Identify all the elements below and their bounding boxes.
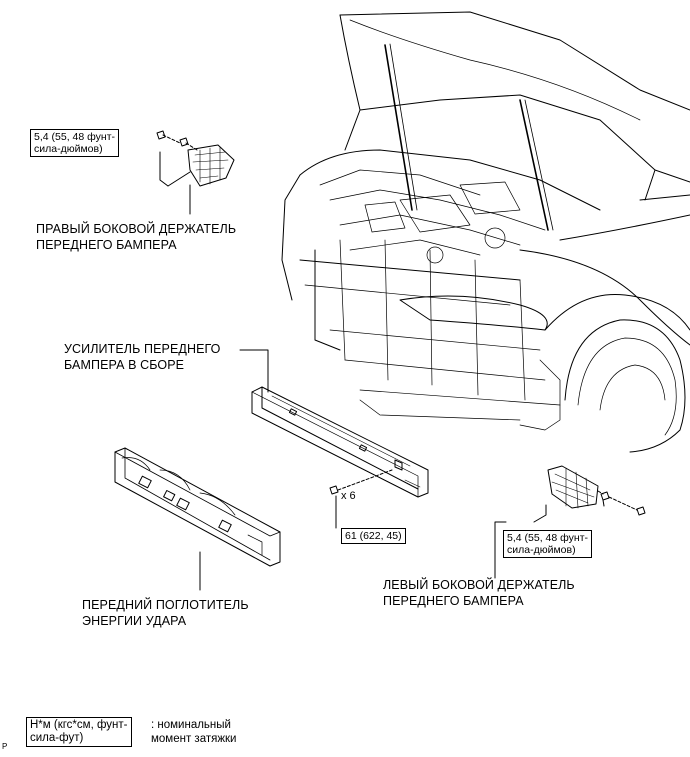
- right-bracket-torque-box: 5,4 (55, 48 фунт- сила-дюймов): [30, 129, 119, 157]
- car-body-outline: [281, 11, 690, 453]
- legend-text-line: момент затяжки: [151, 733, 237, 745]
- right-bracket-bolts: [156, 130, 198, 151]
- absorber-label: ПЕРЕДНИЙ ПОГЛОТИТЕЛЬ ЭНЕРГИИ УДАРА: [82, 597, 249, 629]
- label-line: ПЕРЕДНЕГО БАМПЕРА: [383, 594, 524, 608]
- label-line: ЛЕВЫЙ БОКОВОЙ ДЕРЖАТЕЛЬ: [383, 578, 575, 592]
- reinforcement-torque-box: 61 (622, 45): [341, 528, 406, 544]
- torque-value-line: 5,4 (55, 48 фунт-: [507, 532, 588, 544]
- bolt-count: x 6: [341, 490, 356, 502]
- leader-lines: [159, 151, 547, 591]
- reinforcement-bolt: [329, 469, 393, 495]
- legend-text: : номинальный момент затяжки: [151, 718, 236, 746]
- legend-box-line: сила-фут): [30, 732, 84, 744]
- label-line: ПЕРЕДНЕГО БАМПЕРА: [36, 238, 177, 252]
- bumper-reinforcement: [251, 386, 429, 498]
- left-bracket-label: ЛЕВЫЙ БОКОВОЙ ДЕРЖАТЕЛЬ ПЕРЕДНЕГО БАМПЕР…: [383, 577, 575, 609]
- torque-unit-line: сила-дюймов): [34, 143, 103, 155]
- torque-value-line: 5,4 (55, 48 фунт-: [34, 131, 115, 143]
- right-bracket-label: ПРАВЫЙ БОКОВОЙ ДЕРЖАТЕЛЬ ПЕРЕДНЕГО БАМПЕ…: [36, 221, 236, 253]
- label-line: БАМПЕРА В СБОРЕ: [64, 358, 185, 372]
- label-line: ПРАВЫЙ БОКОВОЙ ДЕРЖАТЕЛЬ: [36, 222, 237, 236]
- corner-mark: P: [2, 742, 8, 751]
- left-bracket-bolts: [597, 490, 646, 516]
- right-side-bracket: [187, 144, 235, 187]
- left-bracket-torque-box: 5,4 (55, 48 фунт- сила-дюймов): [503, 530, 592, 558]
- label-line: ПЕРЕДНИЙ ПОГЛОТИТЕЛЬ: [82, 598, 249, 612]
- reinforcement-label: УСИЛИТЕЛЬ ПЕРЕДНЕГО БАМПЕРА В СБОРЕ: [64, 341, 221, 373]
- label-line: ЭНЕРГИИ УДАРА: [82, 614, 187, 628]
- legend-box: Н*м (кгс*см, фунт- сила-фут): [26, 717, 132, 747]
- torque-value-line: 61 (622, 45): [345, 530, 402, 542]
- label-line: УСИЛИТЕЛЬ ПЕРЕДНЕГО: [64, 342, 221, 356]
- legend-box-line: Н*м (кгс*см, фунт-: [30, 719, 128, 731]
- left-side-bracket: [547, 465, 599, 509]
- legend-text-line: : номинальный: [151, 719, 231, 731]
- torque-unit-line: сила-дюймов): [507, 544, 576, 556]
- energy-absorber: [114, 447, 281, 567]
